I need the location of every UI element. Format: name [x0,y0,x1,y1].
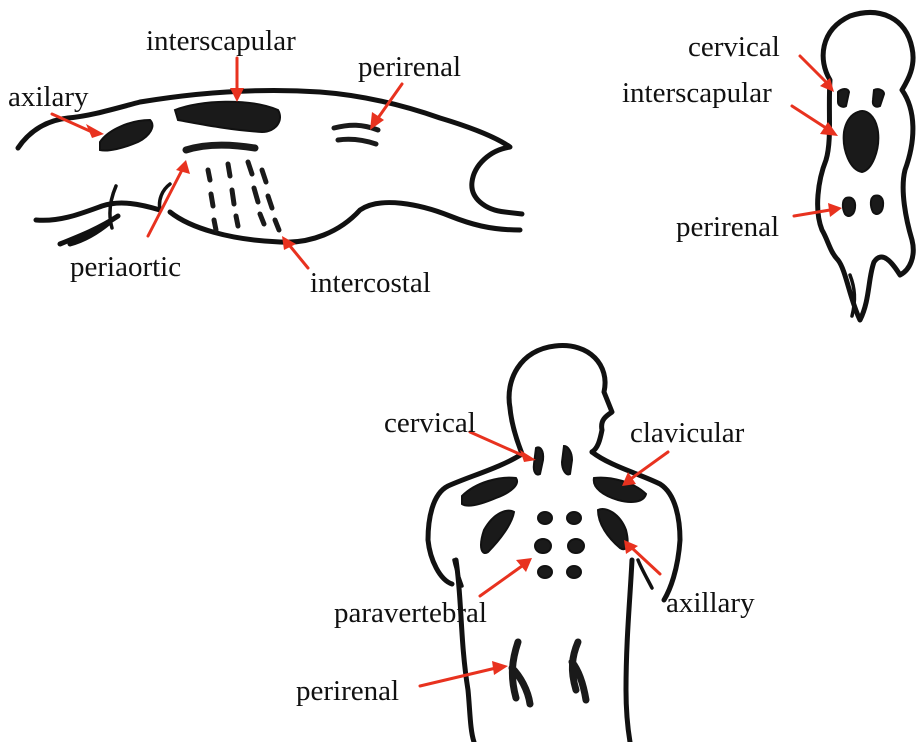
side-interscapular-fat [175,102,280,132]
human-perirenal-fat-left [512,642,530,704]
label-dorsal-cervical: cervical [688,31,780,63]
dorsal-perirenal-fat-right [871,195,883,214]
arrow-side-intercostal [290,246,308,268]
human-arm-outline [454,560,652,588]
dorsal-view-figure [818,13,914,320]
label-dorsal-interscapular: interscapular [622,77,772,109]
human-head-outline [509,346,612,452]
label-human-paravertebral: paravertebral [334,597,487,629]
label-human-clavicular: clavicular [630,417,745,449]
human-body-outline [428,408,680,742]
label-side-perirenal: perirenal [358,51,461,83]
human-paravertebral-fat [535,512,584,578]
label-side-intercostal: intercostal [310,267,431,299]
human-axillary-fat-left [481,511,514,553]
arrow-dorsal-interscapular [792,106,826,128]
label-human-axillary: axillary [666,587,755,619]
human-view-figure [428,346,680,742]
dorsal-perirenal-fat-left [843,197,855,216]
human-clavicular-fat-left [462,478,517,506]
arrow-human-paravertebral [480,566,522,596]
human-perirenal-fat-right [572,642,586,700]
label-dorsal-perirenal: perirenal [676,211,779,243]
human-cervical-fat-right [562,446,572,474]
human-clavicular-fat-right [594,478,646,502]
arrow-side-periaortic [148,170,182,236]
label-side-interscapular: interscapular [146,25,296,57]
arrow-human-clavicular [632,452,668,478]
dorsal-interscapular-fat [844,111,879,172]
dorsal-cervical-fat-left [838,89,849,107]
side-axilary-fat [100,120,152,151]
arrow-dorsal-perirenal [794,210,830,216]
arrow-human-axillary [632,548,660,574]
side-intercostal-fat [208,162,279,230]
label-side-periaortic: periaortic [70,251,181,283]
side-view-figure [18,90,522,244]
dorsal-cervical-fat-right [873,89,884,107]
label-human-perirenal: perirenal [296,675,399,707]
label-side-axilary: axilary [8,81,89,113]
human-cervical-fat-left [534,448,543,475]
arrow-human-perirenal [420,668,496,686]
human-axillary-fat-right [598,509,628,549]
label-human-cervical: cervical [384,407,476,439]
side-periaortic-fat [186,145,255,150]
